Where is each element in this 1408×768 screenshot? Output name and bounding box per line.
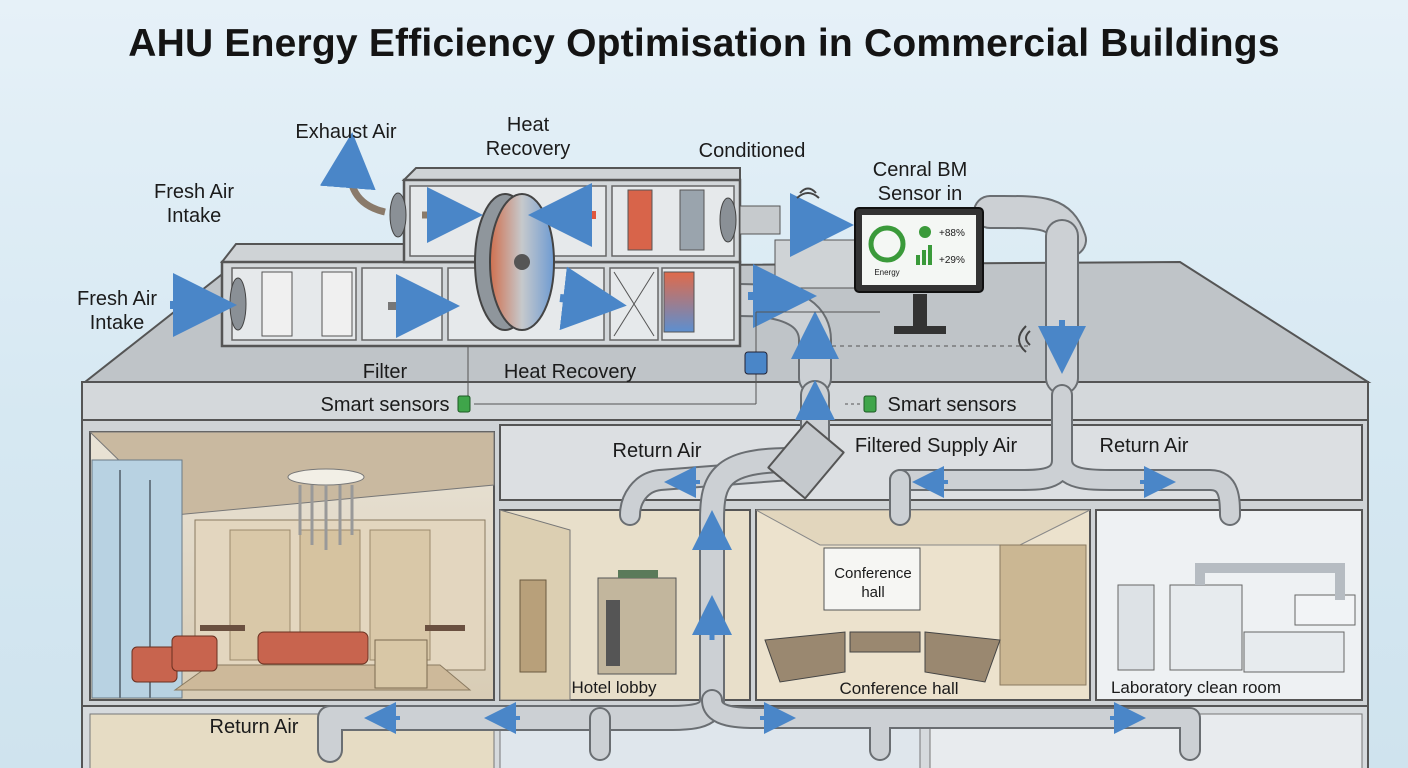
wifi-icon [796, 187, 820, 199]
label-fresh-air-upper-2: Intake [167, 205, 221, 227]
label-filter: Filter [363, 361, 408, 383]
room-label-lab-clean-room: Laboratory clean room [1111, 678, 1281, 697]
conference-screen-line-1: Conference [834, 565, 912, 582]
monitor-stat-2: +29% [939, 255, 965, 266]
smart-sensor-left [457, 395, 471, 413]
label-filtered-supply-air: Filtered Supply Air [855, 435, 1018, 457]
label-conditioned: Conditioned [699, 140, 806, 162]
page-title: AHU Energy Efficiency Optimisation in Co… [128, 22, 1280, 65]
room-label-conference-hall: Conference hall [839, 679, 958, 698]
conference-screen-line-2: hall [861, 584, 884, 601]
monitor-gauge-label: Energy [874, 268, 899, 277]
label-heat-recovery: Heat Recovery [504, 361, 636, 383]
bms-monitor: Energy +88% +29% [854, 207, 984, 334]
label-return-air-left: Return Air [613, 440, 702, 462]
labels: Exhaust Air Heat Recovery Conditioned Ce… [77, 114, 1281, 738]
label-central-bms-2: Sensor in [878, 183, 963, 205]
room-lab-clean-room [1095, 509, 1363, 701]
airflow-arrows [170, 132, 1176, 734]
room-lounge [88, 431, 495, 701]
label-return-air-bottom: Return Air [210, 716, 299, 738]
sensor-network [457, 187, 1031, 413]
label-fresh-air-upper-1: Fresh Air [154, 181, 234, 203]
label-smart-sensors-right: Smart sensors [888, 394, 1017, 416]
label-fresh-air-lower-2: Intake [90, 312, 144, 334]
wifi-icon-right [1018, 325, 1031, 353]
room-conference-hall [755, 509, 1091, 701]
smart-sensor-right [863, 395, 877, 413]
label-exhaust-air: Exhaust Air [295, 121, 397, 143]
label-central-bms-1: Cenral BM [873, 159, 967, 181]
label-return-air-right: Return Air [1100, 435, 1189, 457]
monitor-stat-1: +88% [939, 228, 965, 239]
label-heat-recovery-top-2: Recovery [486, 138, 570, 160]
room-label-hotel-lobby: Hotel lobby [571, 678, 657, 697]
label-fresh-air-lower-1: Fresh Air [77, 288, 157, 310]
label-smart-sensors-left: Smart sensors [321, 394, 450, 416]
label-heat-recovery-top-1: Heat [507, 114, 550, 136]
